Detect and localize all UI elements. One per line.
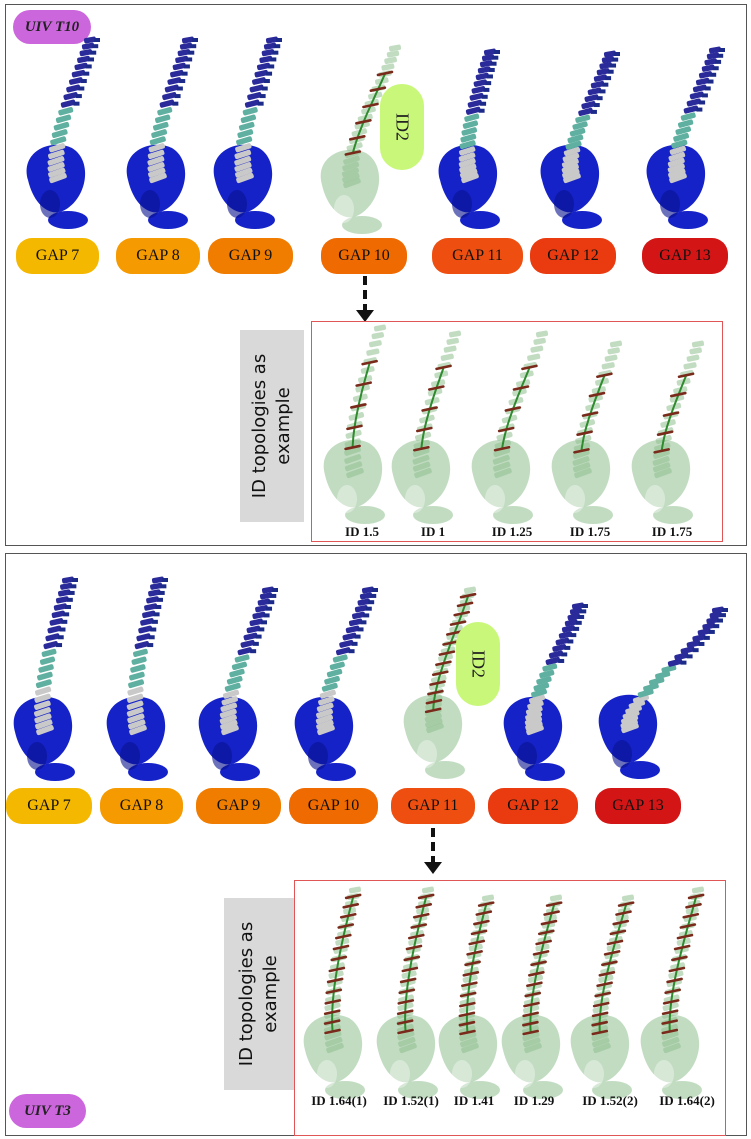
bottom-id-label-6: ID 1.64(2) (659, 1093, 715, 1108)
bottom-id-topology-model-2 (376, 886, 438, 1099)
uiv-t10-title: UIV T10 (13, 10, 91, 44)
top-id-topology-model-5 (631, 340, 705, 524)
bottom-gap-pill-12: GAP 12 (488, 788, 578, 824)
top-gap-pill-11: GAP 11 (432, 238, 523, 274)
bottom-gap-pill-13: GAP 13 (595, 788, 681, 824)
bottom-id-topology-model-5 (570, 894, 635, 1099)
bottom-gap-pill-10: GAP 10 (289, 788, 378, 824)
bottom-example-label-box: ID topologies as example (224, 898, 294, 1090)
bottom-id-topology-model-6 (640, 886, 705, 1099)
bottom-spine-gap-8 (106, 576, 168, 781)
bottom-id-topology-model-1 (303, 886, 365, 1099)
top-id-topology-model-3 (471, 330, 549, 524)
top-id2-badge: ID2 (380, 84, 424, 170)
top-spine-models (26, 36, 725, 234)
bottom-gap-pill-9: GAP 9 (196, 788, 281, 824)
bottom-id-topology-model-3 (438, 894, 500, 1099)
top-spine-gap-8 (126, 36, 198, 229)
top-spine-gap-13 (646, 46, 725, 229)
top-gap-pill-7: GAP 7 (16, 238, 99, 274)
top-id-label-1: ID 1.5 (345, 524, 379, 539)
top-gap-pill-8: GAP 8 (116, 238, 200, 274)
top-spine-gap-9 (213, 36, 282, 229)
bottom-spine-gap-7 (13, 576, 78, 781)
bottom-gap-pill-8: GAP 8 (100, 788, 183, 824)
top-id-topology-models (323, 324, 705, 524)
top-spine-gap-11 (438, 48, 500, 229)
top-spine-gap-10 (320, 44, 402, 234)
bottom-id2-badge: ID2 (456, 622, 500, 706)
top-example-label-box: ID topologies as example (240, 330, 304, 522)
top-id-label-2: ID 1 (420, 524, 446, 539)
top-id-topology-model-1 (323, 324, 387, 524)
bottom-spine-gap-11 (403, 586, 477, 779)
bottom-gap-pill-11: GAP 11 (391, 788, 475, 824)
uiv-t3-title: UIV T3 (9, 1094, 86, 1128)
top-gap-pill-13: GAP 13 (642, 238, 728, 274)
top-id-label-3: ID 1.25 (491, 524, 533, 539)
bottom-spine-gap-10 (294, 586, 378, 781)
top-id-label-5: ID 1.75 (651, 524, 693, 539)
bottom-id-label-5: ID 1.52(2) (582, 1093, 638, 1108)
top-gap-pill-9: GAP 9 (208, 238, 293, 274)
bottom-id-label-1: ID 1.64(1) (311, 1093, 367, 1108)
top-id-label-4: ID 1.75 (569, 524, 611, 539)
bottom-id-label-4: ID 1.29 (513, 1093, 555, 1108)
top-gap-pill-12: GAP 12 (530, 238, 616, 274)
top-dashed-arrow (356, 276, 374, 322)
bottom-id-label-3: ID 1.41 (453, 1093, 495, 1108)
top-id-topology-model-2 (391, 330, 462, 524)
bottom-spine-gap-12 (503, 602, 588, 781)
bottom-id-topology-models (303, 886, 705, 1099)
bottom-spine-gap-9 (198, 586, 278, 781)
bottom-gap-pill-7: GAP 7 (6, 788, 92, 824)
top-spine-gap-7 (26, 36, 100, 229)
bottom-id-topology-box (294, 880, 726, 1136)
top-gap-pill-10: GAP 10 (321, 238, 407, 274)
bottom-id-label-2: ID 1.52(1) (383, 1093, 439, 1108)
bottom-dashed-arrow (424, 828, 442, 874)
bottom-id-topology-model-4 (501, 894, 563, 1099)
top-id-topology-model-4 (551, 340, 623, 524)
top-spine-gap-12 (540, 50, 620, 229)
bottom-spine-gap-13 (598, 606, 728, 779)
bottom-spine-models (13, 576, 728, 781)
